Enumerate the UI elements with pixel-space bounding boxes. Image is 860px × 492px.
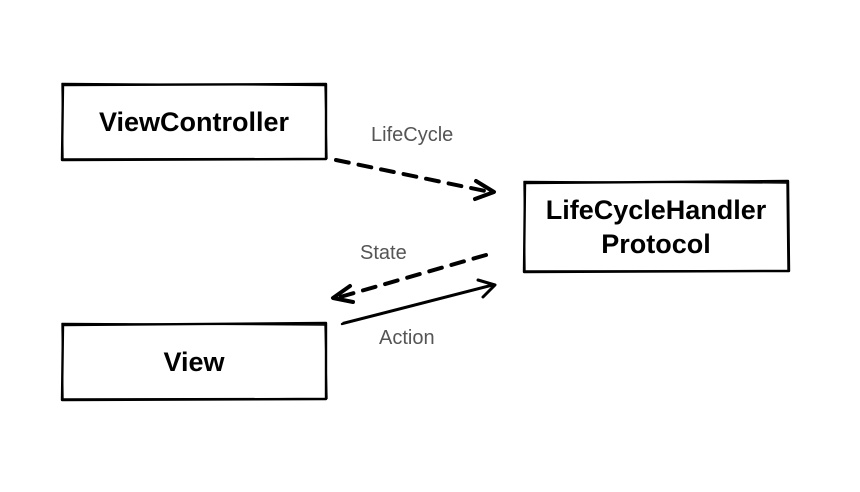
view-controller-box <box>60 82 328 162</box>
lifecycle-arrow <box>334 158 496 201</box>
view-controller-label: ViewController <box>98 107 290 137</box>
lifecycle-handler-label-line2: Protocol <box>601 229 711 259</box>
lifecycle-edge-label: LifeCycle <box>371 124 454 146</box>
action-edge-label: Action <box>379 327 435 349</box>
view-node: View <box>62 324 326 400</box>
action-arrow <box>340 278 497 326</box>
view-box <box>60 321 328 402</box>
lifecycle-handler-node: LifeCycleHandler Protocol <box>524 182 788 272</box>
state-arrow <box>331 253 488 304</box>
view-controller-node: ViewController <box>62 84 326 160</box>
lifecycle-handler-label-line1: LifeCycleHandler <box>545 195 767 225</box>
lifecycle-handler-box <box>522 179 791 274</box>
state-edge-label: State <box>360 242 407 264</box>
view-label: View <box>163 347 225 377</box>
